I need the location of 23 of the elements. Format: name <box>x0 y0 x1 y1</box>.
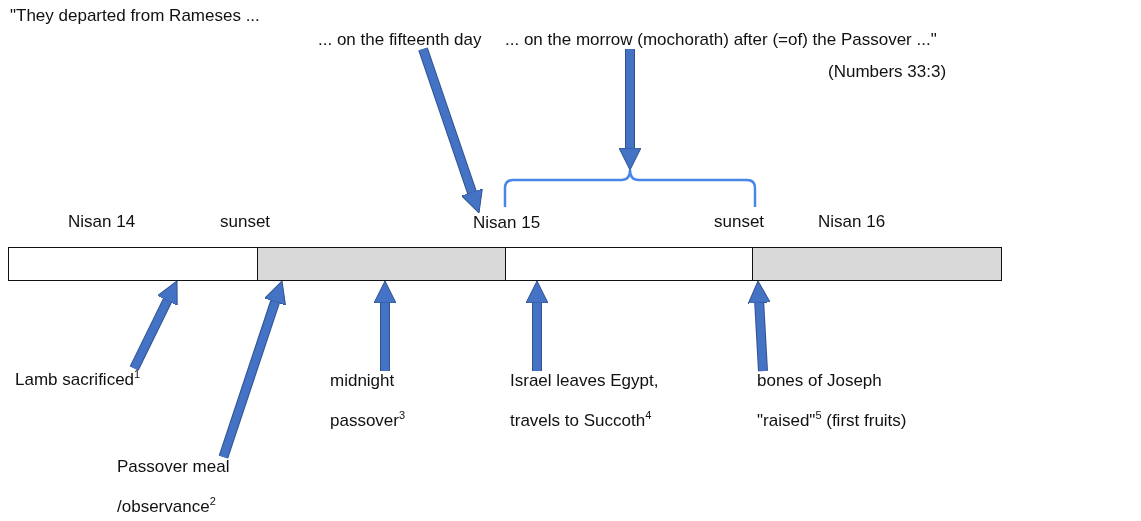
event-text: midnight passover$^{3}$ <box>330 361 442 441</box>
quote-text: "They departed from Rameses ... <box>10 6 260 26</box>
event-text: Lamb sacrificed$^{1}$ <box>15 360 215 400</box>
event-text: bones of Joseph "raised"$^{5}$ (first fruits) <box>757 361 932 441</box>
date-label: Nisan 15 <box>473 213 541 233</box>
arrow <box>418 47 483 214</box>
night-segment <box>752 247 1002 281</box>
arrow <box>747 280 771 372</box>
event-text: Israel leaves Egypt, travels to Succoth$^{4}$ <box>510 361 660 441</box>
arrow <box>129 280 178 371</box>
sunset-label: sunset <box>220 212 271 232</box>
event-text: Passover meal /observance$^{2}$ <box>117 447 289 521</box>
date-label: Nisan 16 <box>818 212 886 232</box>
brace <box>503 170 757 207</box>
citation-text: (Numbers 33:3) <box>828 62 947 82</box>
night-segment <box>257 247 507 281</box>
arrow <box>218 280 286 459</box>
day-segment <box>8 247 259 281</box>
quote-text: ... on the fifteenth day <box>318 30 482 50</box>
date-label: Nisan 14 <box>68 212 136 232</box>
quote-text: ... on the morrow (mochorath) after (=of) the Passover ..." <box>505 30 937 50</box>
sunset-label: sunset <box>714 212 765 232</box>
day-segment <box>505 247 754 281</box>
